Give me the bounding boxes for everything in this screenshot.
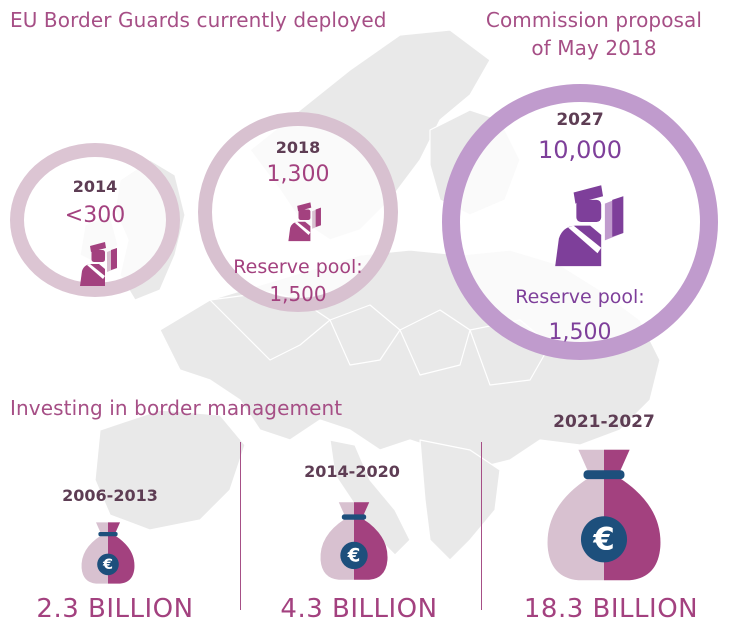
guard-count: <300 — [64, 203, 126, 228]
circle-2014: 2014 <300 — [10, 143, 180, 297]
investment-amount: 4.3 BILLION — [280, 594, 438, 624]
column-divider — [481, 442, 482, 610]
year-label: 2018 — [275, 138, 321, 157]
money-bag-icon: € — [540, 442, 668, 588]
border-guard-icon — [546, 176, 638, 268]
euro-symbol: € — [102, 557, 113, 573]
investment-amount: 2.3 BILLION — [36, 594, 194, 624]
reserve-pool-value: 1,500 — [269, 282, 327, 306]
reserve-pool-label: Reserve pool: — [233, 256, 363, 278]
money-bag-icon: € — [316, 497, 392, 585]
border-guard-icon — [284, 198, 328, 242]
proposal-line-1: Commission proposal — [485, 8, 703, 32]
reserve-pool-value: 1,500 — [548, 320, 612, 345]
proposal-line-2: of May 2018 — [531, 36, 657, 60]
period-label: 2021-2027 — [553, 412, 655, 432]
year-label: 2014 — [72, 177, 118, 196]
border-guard-icon — [75, 237, 125, 287]
period-label: 2006-2013 — [62, 486, 158, 505]
investment-amount: 18.3 BILLION — [523, 594, 699, 624]
money-bag-icon: € — [78, 520, 138, 586]
year-label: 2027 — [556, 110, 604, 130]
period-label: 2014-2020 — [304, 462, 400, 481]
heading-investing: Investing in border management — [10, 396, 343, 420]
guard-count: 10,000 — [538, 136, 622, 164]
euro-symbol: € — [347, 546, 361, 567]
circle-2027: 2027 10,000 Reserve pool: 1,500 — [442, 84, 718, 360]
heading-commission-proposal: Commission proposal of May 2018 — [474, 6, 714, 62]
column-divider — [240, 442, 241, 610]
heading-guards-deployed: EU Border Guards currently deployed — [10, 8, 387, 32]
reserve-pool-label: Reserve pool: — [515, 286, 645, 308]
euro-symbol: € — [592, 522, 614, 558]
circle-2018: 2018 1,300 Reserve pool: 1,500 — [198, 112, 398, 312]
guard-count: 1,300 — [266, 162, 330, 187]
